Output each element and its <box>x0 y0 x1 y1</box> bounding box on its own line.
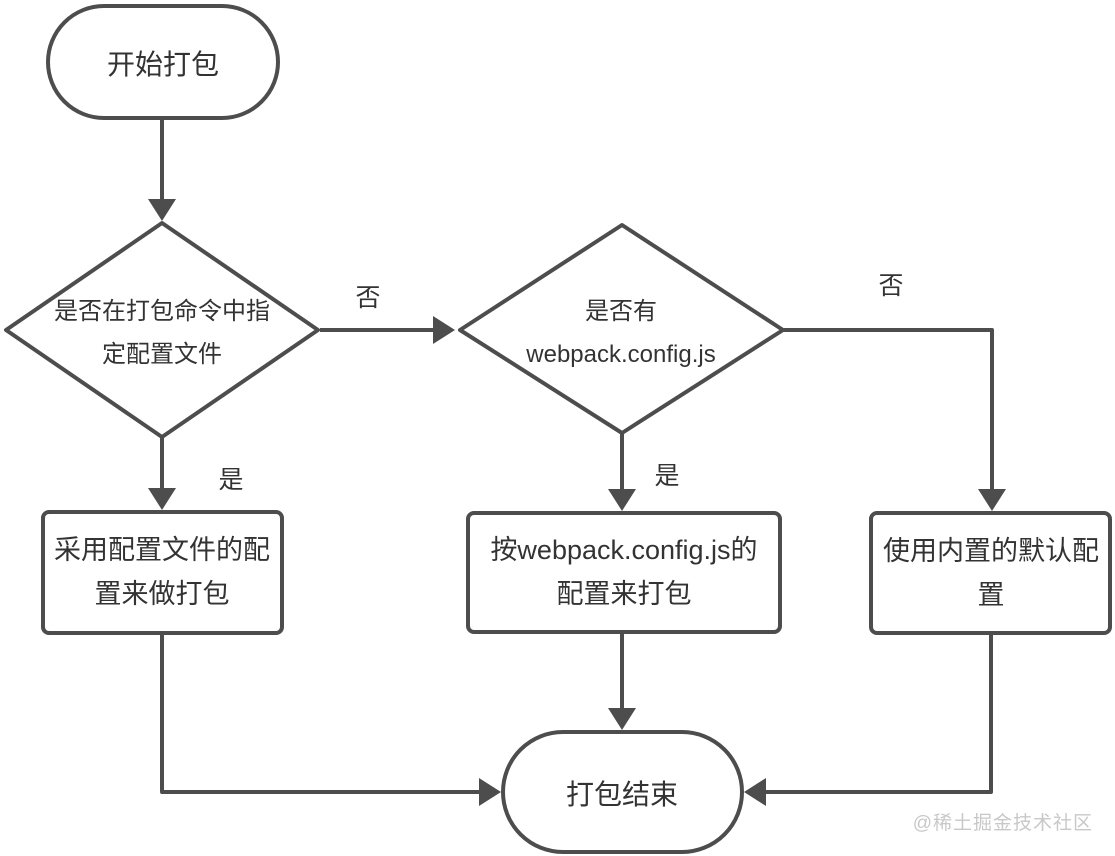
decision2-label-line1: 是否有 <box>585 298 657 325</box>
process2-label-line2: 配置来打包 <box>556 579 692 609</box>
process2-label-line1: 按webpack.config.js的 <box>490 535 758 565</box>
decision2-node-shape <box>458 223 785 435</box>
decision1-node-label: 是否在打包命令中指 定配置文件 <box>54 290 270 376</box>
process1-node-label: 采用配置文件的配 置来做打包 <box>54 528 270 616</box>
process2-node-label: 按webpack.config.js的 配置来打包 <box>490 528 757 616</box>
start-node-label: 开始打包 <box>106 49 220 80</box>
process2-node-shape <box>466 511 782 634</box>
arrowhead-into-decision1-icon <box>148 199 176 221</box>
arrowhead-into-end-right-icon <box>744 778 766 806</box>
edge-decision2-to-process3 <box>783 328 994 491</box>
edge-label-decision2-no: 否 <box>878 272 904 300</box>
edge-label-decision1-yes: 是 <box>218 466 244 494</box>
start-node-shape <box>46 4 280 120</box>
arrowhead-into-process2-icon <box>608 489 636 511</box>
process1-label-line2: 置来做打包 <box>94 579 230 609</box>
edge-label-decision2-yes: 是 <box>654 462 680 490</box>
watermark-text: @稀土掘金技术社区 <box>912 813 1093 834</box>
decision1-node-shape <box>4 221 320 439</box>
edge-process3-to-end <box>764 633 993 794</box>
arrowhead-into-end-top-icon <box>608 708 636 730</box>
end-node-label: 打包结束 <box>565 779 679 810</box>
process3-label-line1: 使用内置的默认配 <box>883 536 1099 566</box>
process1-node-shape <box>41 510 284 635</box>
process3-node-shape <box>869 511 1112 635</box>
end-node-shape <box>501 730 744 854</box>
edge-label-decision1-no: 否 <box>355 284 381 312</box>
decision1-label-line1: 是否在打包命令中指 <box>54 298 270 325</box>
arrowhead-into-process1-icon <box>148 488 176 510</box>
edge-process1-to-end <box>160 633 481 794</box>
process1-label-line1: 采用配置文件的配 <box>54 535 270 565</box>
arrowhead-into-process3-icon <box>978 489 1006 511</box>
process3-label-line2: 置 <box>977 580 1005 610</box>
process3-node-label: 使用内置的默认配 置 <box>883 529 1099 617</box>
arrowhead-into-end-left-icon <box>479 778 501 806</box>
decision2-node-label: 是否有 webpack.config.js <box>526 290 715 376</box>
decision1-label-line2: 定配置文件 <box>102 341 222 368</box>
arrowhead-into-decision2-icon <box>433 316 455 344</box>
decision2-label-line2: webpack.config.js <box>526 341 716 368</box>
